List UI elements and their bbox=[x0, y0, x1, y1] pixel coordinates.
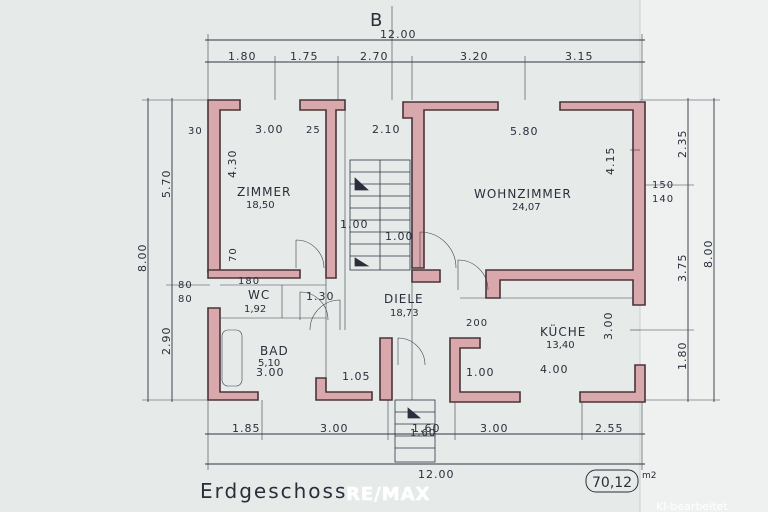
svg-text:RE/MAX: RE/MAX bbox=[346, 484, 430, 505]
dim-bottom-segment: 1.60 bbox=[412, 422, 441, 435]
room-name: WC bbox=[248, 288, 270, 302]
room-area: 18,50 bbox=[246, 200, 275, 211]
room-name: ZIMMER bbox=[237, 185, 291, 199]
room-name: WOHNZIMMER bbox=[474, 187, 572, 201]
dim-top-segment: 1.80 bbox=[228, 50, 257, 63]
ai-watermark: KI-bearbeitet bbox=[656, 500, 728, 512]
inner-dim: 30 bbox=[188, 126, 203, 137]
inner-dim: 1.00 bbox=[466, 366, 495, 379]
dim-left-upper: 5.70 bbox=[160, 170, 173, 199]
inner-dim: 80 bbox=[178, 280, 193, 291]
inner-dim: 5.80 bbox=[510, 125, 539, 138]
inner-dim: 70 bbox=[228, 247, 239, 262]
dim-bottom-segment: 3.00 bbox=[320, 422, 349, 435]
inner-dim: 3.00 bbox=[602, 312, 615, 341]
room-name: KÜCHE bbox=[540, 323, 586, 339]
dim-top-segment: 3.20 bbox=[460, 50, 489, 63]
inner-dim: 4.00 bbox=[540, 363, 569, 376]
total-area: 70,12 bbox=[592, 475, 632, 491]
room-area: 18,73 bbox=[390, 308, 419, 319]
dim-bottom-segment: 3.00 bbox=[480, 422, 509, 435]
room-area: 13,40 bbox=[546, 340, 575, 351]
area-unit: m2 bbox=[642, 471, 657, 481]
staircase bbox=[349, 159, 436, 463]
dim-right-upper: 2.35 bbox=[676, 130, 689, 159]
dim-bottom-segment: 2.55 bbox=[595, 422, 624, 435]
room-area: 24,07 bbox=[512, 202, 541, 213]
dim-bottom-total: 12.00 bbox=[418, 468, 455, 481]
dim-right-lower: 3.75 bbox=[676, 254, 689, 283]
dim-left-total: 8.00 bbox=[136, 244, 149, 273]
dim-top-segment: 1.75 bbox=[290, 50, 319, 63]
room-area: 5,10 bbox=[258, 358, 280, 369]
inner-dim: 140 bbox=[652, 194, 674, 205]
inner-dim: 1.05 bbox=[342, 370, 371, 383]
remax-logo: RE/MAX bbox=[346, 484, 430, 506]
inner-dim: 3.00 bbox=[256, 366, 285, 379]
inner-dim: 200 bbox=[466, 318, 488, 329]
inner-dim: 4.30 bbox=[226, 150, 239, 179]
room-name: BAD bbox=[260, 344, 289, 358]
inner-dim: 3.00 bbox=[255, 123, 284, 136]
inner-dim: 1.30 bbox=[306, 290, 335, 303]
room-area: 1,92 bbox=[244, 304, 266, 315]
dim-top-segment: 2.70 bbox=[360, 50, 389, 63]
inner-dim: 1.00 bbox=[385, 230, 414, 243]
dim-top-total: 12.00 bbox=[380, 28, 417, 41]
inner-dim: 1.60 bbox=[410, 428, 436, 439]
dim-top-segment: 3.15 bbox=[565, 50, 594, 63]
dim-right-total: 8.00 bbox=[702, 240, 715, 269]
inner-dim: 2.10 bbox=[372, 123, 401, 136]
section-marker: B bbox=[370, 10, 382, 31]
inner-dim: 80 bbox=[178, 294, 193, 305]
dim-bottom-segment: 1.85 bbox=[232, 422, 261, 435]
walls bbox=[207, 99, 646, 403]
dim-left-lower: 2.90 bbox=[160, 327, 173, 356]
inner-dim: 180 bbox=[238, 276, 260, 287]
inner-dim: 25 bbox=[306, 125, 321, 136]
dim-right-lower2: 1.80 bbox=[676, 342, 689, 371]
room-name: DIELE bbox=[384, 292, 424, 306]
inner-dim: 4.15 bbox=[604, 147, 617, 176]
plan-title: Erdgeschoss bbox=[200, 479, 347, 503]
inner-dim: 1.00 bbox=[340, 218, 369, 231]
inner-dim: 150 bbox=[652, 180, 674, 191]
